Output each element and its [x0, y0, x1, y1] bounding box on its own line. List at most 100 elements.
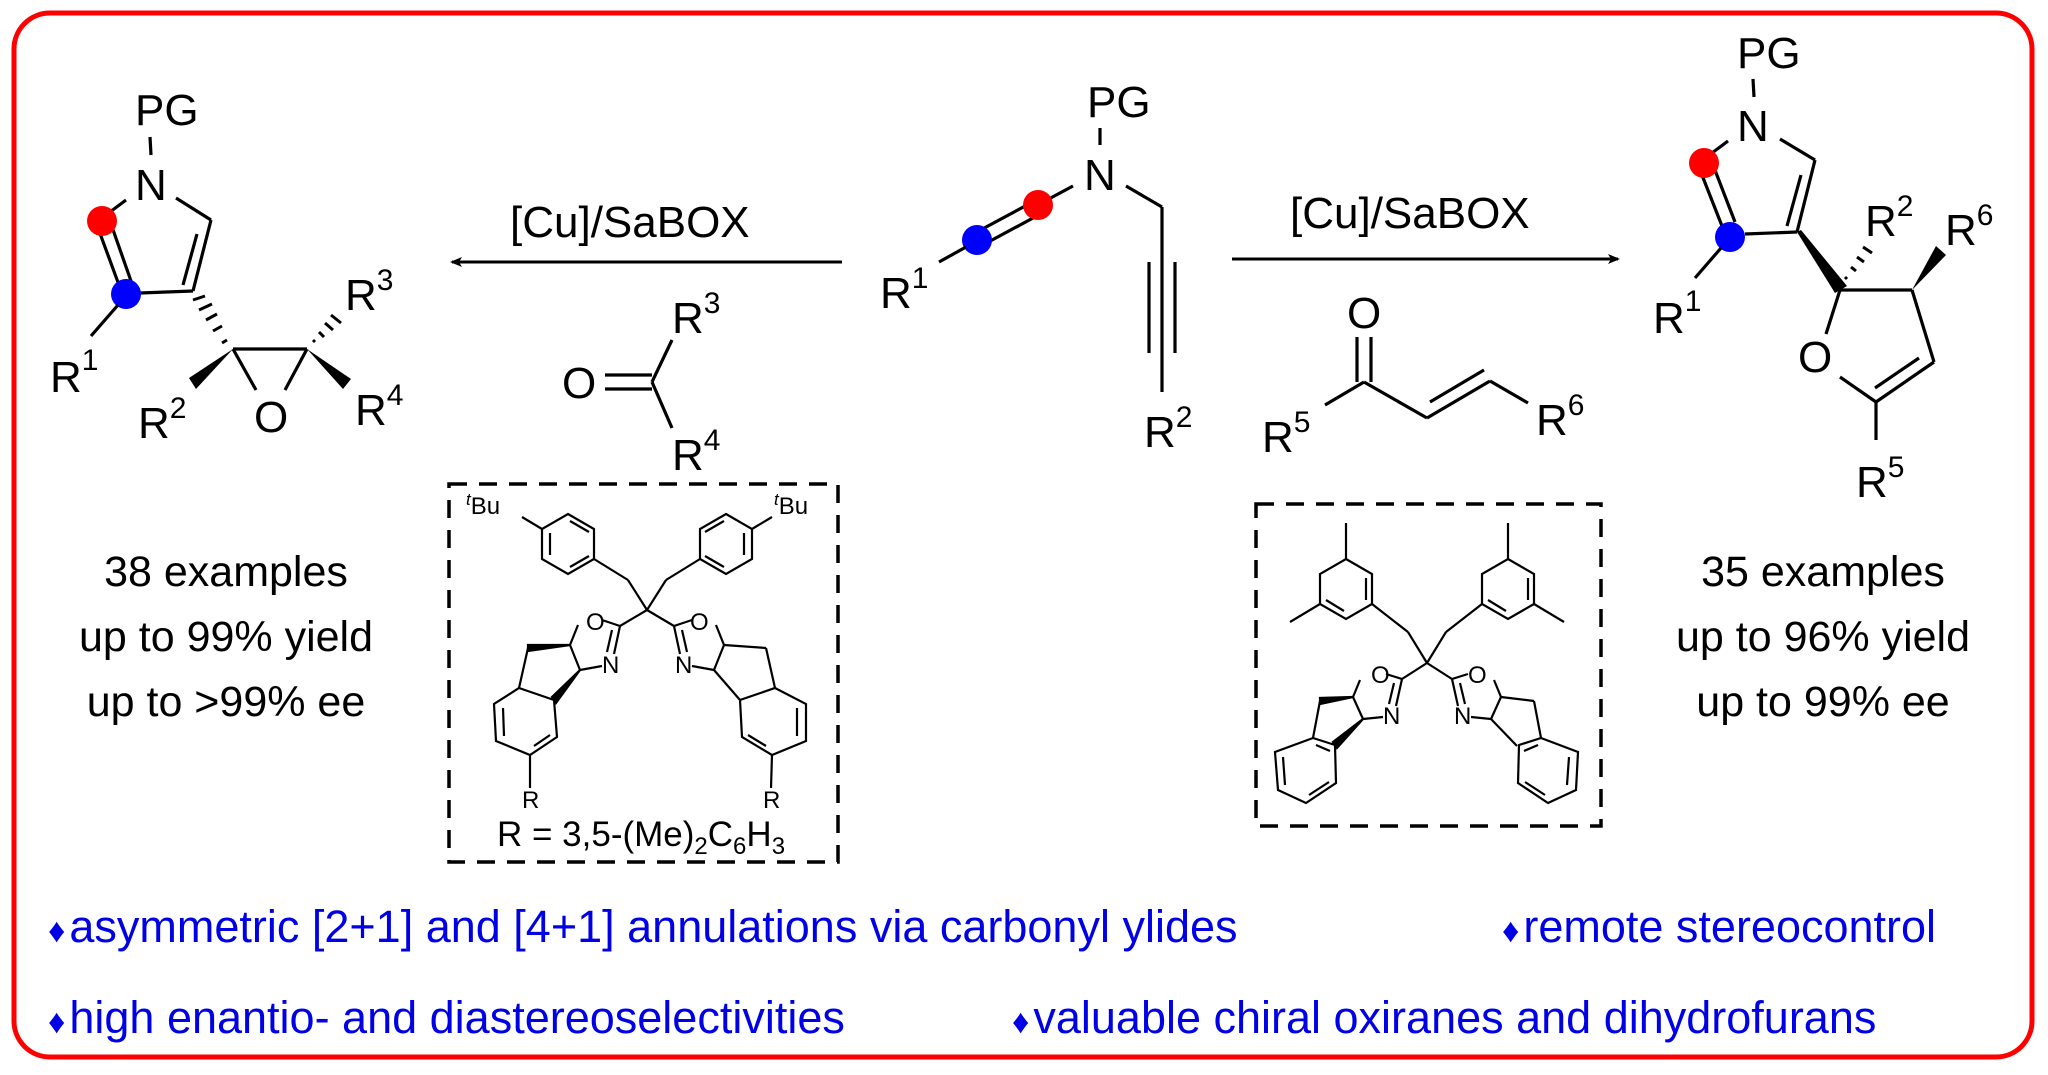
left-product-bond-c4-c3	[139, 289, 194, 295]
right-reagent-enone: O R5 R6	[1262, 289, 1584, 462]
left-stats-examples: 38 examples	[104, 548, 348, 596]
left-product-r3-label: R3	[345, 264, 393, 320]
sm-red-atom-marker	[1023, 190, 1053, 220]
right-product-nitrogen-label: N	[1737, 102, 1769, 151]
left-product-bond-n-pg	[148, 136, 153, 156]
left-stats: 38 examples up to 99% yield up to >99% e…	[79, 548, 373, 726]
right-product-r1-label: R1	[1653, 285, 1701, 343]
right-product-r5-label: R5	[1856, 451, 1904, 507]
right-product-pg-label: PG	[1737, 29, 1801, 78]
left-ligand-o-right: O	[690, 609, 709, 636]
left-stats-yield: up to 99% yield	[79, 613, 373, 661]
feature-item-annulations: ♦asymmetric [2+1] and [4+1] annulations …	[48, 901, 1238, 952]
left-reagent-r4-label: R4	[672, 424, 720, 480]
left-ligand-n-left: N	[602, 652, 619, 679]
left-ligand-tbu-right: tBu	[774, 490, 808, 520]
left-ligand-o-left: O	[586, 609, 605, 636]
left-reagent-oxygen-label: O	[562, 359, 596, 408]
left-product-bond-c5-c4-inner	[181, 233, 199, 286]
left-stats-ee: up to >99% ee	[87, 678, 366, 726]
right-reagent-bond-alkene-b	[1429, 368, 1485, 404]
left-product-r1-label: R1	[50, 344, 98, 402]
right-product-bond-c2-o	[1824, 289, 1842, 335]
left-product-bond-c3-c2-a	[96, 227, 121, 286]
left-ligand-r-definition: R = 3,5-(Me)2C6H3	[497, 815, 785, 860]
feature-item-oxiranes-dihydrofurans: ♦valuable chiral oxiranes and dihydrofur…	[1012, 992, 1876, 1043]
left-product-red-atom-marker	[87, 206, 117, 236]
sm-bond-r1	[938, 245, 967, 264]
left-product-nitrogen-label: N	[135, 161, 167, 210]
right-ligand-dashed-frame	[1254, 502, 1603, 828]
right-product-bond-o-c5	[1839, 375, 1877, 404]
left-product-bond-n-c1	[109, 198, 127, 214]
left-product-hashed-bond	[192, 294, 228, 345]
left-product-bond-c5-c4	[191, 219, 213, 292]
right-product-blue-atom-marker	[1715, 222, 1745, 252]
right-product-bond-r1	[1693, 246, 1723, 280]
right-product-bond-c3-c2-b	[1711, 164, 1737, 223]
right-product-r2-label: R2	[1865, 190, 1913, 246]
right-product-bond-c5-c4-inner	[1785, 174, 1803, 227]
left-ligand-n-right: N	[675, 652, 692, 679]
starting-material-ynamide: PG N R1 R2	[880, 78, 1192, 457]
sm-r2-label: R2	[1144, 401, 1192, 457]
right-product-r6-label: R6	[1945, 199, 1993, 255]
left-reagent-bond-r4	[650, 381, 674, 429]
right-product-bond-n-c5	[1779, 137, 1816, 162]
left-ligand-box: tBu tBu O O N N R R R = 3,5-(Me)2C6H3	[447, 482, 840, 864]
right-stats-examples: 35 examples	[1701, 548, 1945, 596]
right-reagent-bond-ca	[1363, 380, 1428, 420]
right-product-bond-c4-c5	[1875, 360, 1935, 404]
right-reaction-arrow-group: [Cu]/SaBOX	[1232, 189, 1620, 264]
left-product-oxygen-label: O	[254, 393, 288, 442]
right-product-hashed-bond-r2	[1843, 245, 1873, 281]
right-ligand-n-left: N	[1383, 703, 1400, 730]
feature-item-remote-stereocontrol: ♦remote stereocontrol	[1502, 901, 1936, 952]
right-ligand-o-right: O	[1468, 662, 1487, 689]
right-product-dihydrofuran: PG N R1 R2 R6 O R5	[1653, 29, 1993, 507]
left-product-hashed-bond-r3	[311, 313, 342, 344]
right-ligand-xylyl-ring-right	[1480, 557, 1536, 621]
left-ligand-tbu-left: tBu	[466, 490, 500, 520]
features-list: ♦asymmetric [2+1] and [4+1] annulations …	[48, 901, 1936, 1043]
right-reagent-bond-r5	[1324, 380, 1365, 407]
left-product-blue-atom-marker	[111, 279, 141, 309]
right-reagent-oxygen-label: O	[1347, 289, 1381, 338]
left-product-r4-label: R4	[355, 379, 403, 435]
left-ligand-r-left: R	[522, 787, 539, 814]
right-reagent-bond-r6	[1489, 379, 1529, 405]
left-reagent-bond-r3	[650, 339, 674, 383]
right-ligand-indane-ring-left	[1273, 736, 1338, 805]
right-product-bond-n-c1	[1711, 139, 1729, 155]
right-reagent-r5-label: R5	[1262, 406, 1310, 462]
right-stats: 35 examples up to 96% yield up to 99% ee	[1676, 548, 1970, 726]
right-ligand-xylyl-ring-left	[1318, 557, 1374, 621]
right-product-wedge-r6	[1912, 246, 1946, 290]
sm-bond-n-ch2	[1125, 184, 1163, 209]
right-product-bond-n-pg	[1751, 78, 1756, 98]
right-product-bond-c5-c4	[1795, 159, 1817, 233]
sm-r1-label: R1	[880, 262, 928, 318]
right-ligand-box: O O N N	[1254, 502, 1603, 828]
outer-frame	[11, 10, 2035, 1060]
right-ligand-indane-ring-right	[1516, 736, 1580, 805]
right-ligand-n-right: N	[1454, 703, 1471, 730]
right-catalyst-label: [Cu]/SaBOX	[1290, 189, 1530, 238]
left-product-oxirane: PG N R1 O R2 R4	[50, 86, 403, 448]
left-ligand-structure	[492, 512, 808, 789]
sm-blue-atom-marker	[962, 225, 992, 255]
left-product-r2-label: R2	[138, 392, 186, 448]
left-product-bond-epoxide-c2o	[283, 348, 309, 391]
right-product-oxygen-label: O	[1798, 333, 1832, 382]
right-product-red-atom-marker	[1689, 148, 1719, 178]
sm-protecting-group-label: PG	[1087, 78, 1151, 127]
left-reagent-r3-label: R3	[672, 287, 720, 343]
left-product-bond-epoxide-c1o	[231, 348, 258, 391]
left-product-bond-n-c5	[175, 196, 212, 222]
left-catalyst-label: [Cu]/SaBOX	[510, 198, 750, 247]
right-ligand-o-left: O	[1371, 662, 1390, 689]
left-ligand-dashed-frame	[447, 482, 840, 864]
right-product-bond-c4-c3	[1744, 230, 1798, 236]
left-product-pg-label: PG	[135, 86, 199, 135]
